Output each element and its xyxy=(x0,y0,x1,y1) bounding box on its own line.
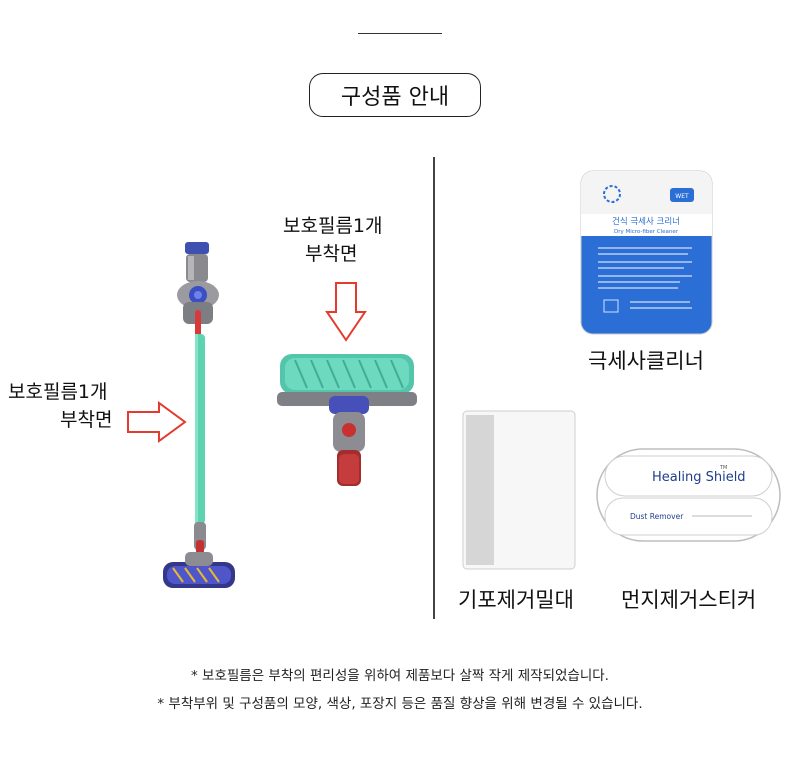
dust-remover-label: 먼지제거스티커 xyxy=(621,588,757,612)
page-title: 구성품 안내 xyxy=(309,73,481,117)
dust-remover-sticker-image: Healing Shield TM Dust Remover xyxy=(596,448,781,542)
down-arrow-icon xyxy=(325,282,367,342)
vacuum-cleaner-image xyxy=(163,242,235,588)
head-callout-line2: 부착면 xyxy=(305,243,358,265)
microfiber-cleaner-pack-image: WET 건식 극세사 크리너 Dry Micro-fiber Cleaner xyxy=(580,170,713,335)
center-divider xyxy=(433,157,435,619)
right-arrow-icon xyxy=(127,401,187,443)
vacuum-callout-line2: 부착면 xyxy=(60,409,113,431)
bubble-remover-card-image xyxy=(462,410,576,570)
sticker-tm: TM xyxy=(719,465,727,471)
vacuum-callout: 보호필름1개 부착면 xyxy=(8,378,112,434)
pack-title: 건식 극세사 크리너 xyxy=(612,216,680,227)
svg-text:WET: WET xyxy=(675,193,689,200)
note-film-size: * 보호필름은 부착의 편리성을 위하여 제품보다 살짝 작게 제작되었습니다. xyxy=(191,668,609,684)
pack-subtitle: Dry Micro-fiber Cleaner xyxy=(614,229,679,235)
sticker-dust-text: Dust Remover xyxy=(630,512,684,521)
top-rule xyxy=(358,33,442,34)
vacuum-callout-line1: 보호필름1개 xyxy=(8,381,108,403)
note-changes: * 부착부위 및 구성품의 모양, 색상, 포장지 등은 품질 향상을 위해 변… xyxy=(157,696,643,712)
floor-head-image xyxy=(277,354,417,486)
head-callout-line1: 보호필름1개 xyxy=(283,215,383,237)
sticker-brand: Healing Shield xyxy=(652,470,746,485)
head-callout: 보호필름1개 부착면 xyxy=(283,212,383,268)
bubble-remover-label: 기포제거밀대 xyxy=(458,588,574,612)
microfiber-cleaner-label: 극세사클리너 xyxy=(588,349,704,373)
